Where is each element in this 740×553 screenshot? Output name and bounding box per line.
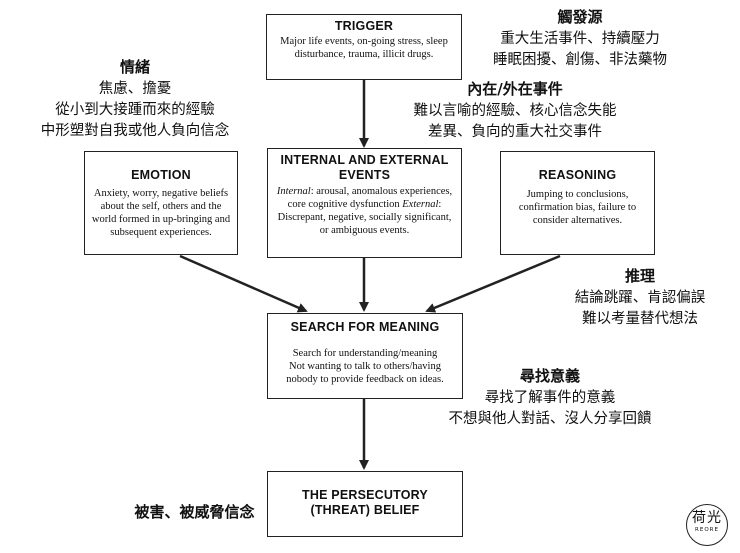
trigger-zh-line2: 睡眠困擾、創傷、非法藥物 xyxy=(493,52,667,68)
brand-logo: 荷光 REORE xyxy=(686,504,728,546)
search-zh-heading: 尋找意義 xyxy=(519,367,580,385)
internal-zh-annotation: 內在/外在事件 難以言喻的經驗、核心信念失能 差異、負向的重大社交事件 xyxy=(400,79,630,143)
trigger-box: TRIGGER Major life events, on-going stre… xyxy=(266,14,462,80)
internal-external-title: INTERNAL AND EXTERNAL EVENTS xyxy=(280,153,449,182)
arrow-emotion-to-search xyxy=(179,254,308,313)
emotion-zh-line2: 從小到大接踵而來的經驗 xyxy=(55,102,215,118)
reasoning-zh-line2: 難以考量替代想法 xyxy=(582,311,698,327)
internal-zh-line1: 難以言喻的經驗、核心信念失能 xyxy=(413,103,617,119)
internal-external-body: Internal: arousal, anomalous experiences… xyxy=(274,185,455,237)
reasoning-zh-annotation: 推理 結論跳躍、肯認偏誤 難以考量替代想法 xyxy=(560,266,720,330)
emotion-zh-heading: 情緒 xyxy=(119,58,150,76)
persecutory-title-line1: THE PERSECUTORY xyxy=(302,488,428,502)
reasoning-zh-line1: 結論跳躍、肯認偏誤 xyxy=(574,290,706,306)
search-meaning-box: SEARCH FOR MEANING Search for understand… xyxy=(267,313,463,399)
internal-zh-line2: 差異、負向的重大社交事件 xyxy=(428,124,602,140)
logo-glyphs: 荷光 xyxy=(692,510,722,526)
emotion-zh-line3: 中形塑對自我或他人負向信念 xyxy=(40,123,230,139)
logo-subtext: REORE xyxy=(695,527,719,533)
emotion-box: EMOTION Anxiety, worry, negative beliefs… xyxy=(84,151,238,255)
search-zh-annotation: 尋找意義 尋找了解事件的意義 不想與他人對話、沒人分享回饋 xyxy=(430,366,670,430)
external-text: : Discrepant, negative, socially signifi… xyxy=(277,199,452,236)
persecutory-belief-box: THE PERSECUTORY (THREAT) BELIEF xyxy=(267,471,463,537)
internal-label: Internal xyxy=(276,186,311,197)
internal-external-box: INTERNAL AND EXTERNAL EVENTS Internal: a… xyxy=(267,148,462,258)
trigger-zh-line1: 重大生活事件、持續壓力 xyxy=(500,31,660,47)
search-meaning-title: SEARCH FOR MEANING xyxy=(290,320,440,334)
search-zh-line1: 尋找了解事件的意義 xyxy=(484,390,616,406)
emotion-zh-annotation: 情緒 焦慮、擔憂 從小到大接踵而來的經驗 中形塑對自我或他人負向信念 xyxy=(20,57,250,142)
emotion-body: Anxiety, worry, negative beliefs about t… xyxy=(91,188,231,238)
internal-zh-heading: 內在/外在事件 xyxy=(467,80,563,98)
reasoning-title: REASONING xyxy=(538,168,617,182)
persecutory-title-line2: (THREAT) BELIEF xyxy=(310,503,420,517)
trigger-zh-heading: 觸發源 xyxy=(557,8,603,26)
persecutory-zh-heading: 被害、被威脅信念 xyxy=(134,503,255,521)
trigger-zh-annotation: 觸發源 重大生活事件、持續壓力 睡眠困擾、創傷、非法藥物 xyxy=(480,7,680,71)
trigger-body: Major life events, on-going stress, slee… xyxy=(280,36,448,60)
emotion-zh-line1: 焦慮、擔憂 xyxy=(98,81,172,97)
emotion-title: EMOTION xyxy=(131,168,191,182)
internal-text: : arousal, anomalous experiences, core c… xyxy=(287,186,453,210)
reasoning-box: REASONING Jumping to conclusions, confir… xyxy=(500,151,655,255)
search-meaning-body1: Search for understanding/meaning xyxy=(292,348,438,359)
arrow-reasoning-to-search xyxy=(425,254,561,313)
external-label: External xyxy=(402,199,439,210)
persecutory-zh-annotation: 被害、被威脅信念 xyxy=(122,502,267,524)
reasoning-zh-heading: 推理 xyxy=(624,267,655,285)
reasoning-body: Jumping to conclusions, confirmation bia… xyxy=(518,189,637,226)
search-zh-line2: 不想與他人對話、沒人分享回饋 xyxy=(448,411,652,427)
search-meaning-body2: Not wanting to talk to others/having nob… xyxy=(286,361,444,385)
trigger-title: TRIGGER xyxy=(334,19,394,33)
